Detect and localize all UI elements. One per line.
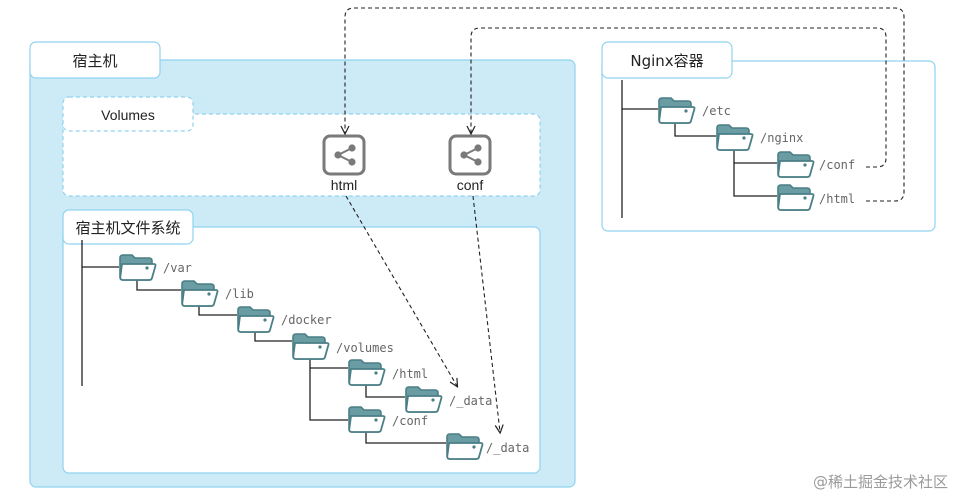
folder-label: /var [163,261,192,275]
folder-label: /nginx [760,131,803,145]
folder-docker[interactable]: /docker [237,306,332,333]
folder-etc[interactable]: /etc [658,97,731,124]
volumes-title: Volumes [101,107,155,123]
folder-conf-data[interactable]: /_data [446,433,529,460]
folder-lib[interactable]: /lib [181,280,254,307]
folder-conf[interactable]: /conf [348,406,428,433]
volume-label-conf: conf [457,177,484,193]
folder-label: /docker [281,313,332,327]
share-icon [448,134,492,176]
folder-label: /etc [702,104,731,118]
folder-icon [716,124,754,151]
nginx-title: Nginx容器 [630,52,703,70]
folder-html-data[interactable]: /_data [405,386,492,413]
folder-label: /conf [392,414,428,428]
folder-label: /lib [225,287,254,301]
folder-nginx-html[interactable]: /html [777,184,855,211]
folder-icon [658,97,696,124]
folder-nginx[interactable]: /nginx [716,124,803,151]
folder-var[interactable]: /var [119,254,192,281]
connector-volume-conf-to-data [472,195,500,432]
folder-label: /conf [819,158,855,172]
volumes-title-tab [62,96,194,132]
folder-label: /html [819,192,855,206]
connector-nginx-html-to-volume [345,7,905,202]
volumes-panel: Volumes html conf [62,96,541,197]
volume-conf[interactable]: conf [448,134,492,193]
share-icon [322,134,366,176]
folder-icon [777,184,815,211]
watermark: @稀土掘金技术社区 [813,473,948,491]
nginx-panel: Nginx容器 /etc /nginx /conf /html [601,41,936,232]
folder-nginx-conf[interactable]: /conf [777,151,855,178]
volume-html[interactable]: html [322,134,366,193]
folder-icon [348,359,386,386]
folder-label: /volumes [336,341,394,355]
folder-html[interactable]: /html [348,359,428,386]
folder-icon [777,151,815,178]
nginx-title-tab [601,41,733,79]
mapping-connectors [345,7,905,432]
folder-label: /_data [486,441,529,455]
folder-label: /_data [449,394,492,408]
folder-icon [348,406,386,433]
folder-icon [405,386,443,413]
folder-icon [119,254,157,281]
host-title: 宿主机 [72,52,117,70]
host-fs-title-tab [62,209,194,245]
folder-icon [446,433,484,460]
folder-label: /html [392,367,428,381]
volume-label-html: html [331,177,357,193]
folder-volumes[interactable]: /volumes [292,333,394,360]
host-fs-panel: 宿主机文件系统 /var /lib /docker /volumes /html… [62,209,541,474]
host-title-tab [29,41,161,79]
host-fs-title: 宿主机文件系统 [75,219,180,237]
host-fs-tree-lines [81,240,446,444]
connector-nginx-conf-to-volume [471,27,887,168]
folder-icon [181,280,219,307]
folder-icon [237,306,275,333]
nginx-tree-lines [621,80,777,218]
connector-volume-html-to-data [345,195,457,386]
folder-icon [292,333,330,360]
